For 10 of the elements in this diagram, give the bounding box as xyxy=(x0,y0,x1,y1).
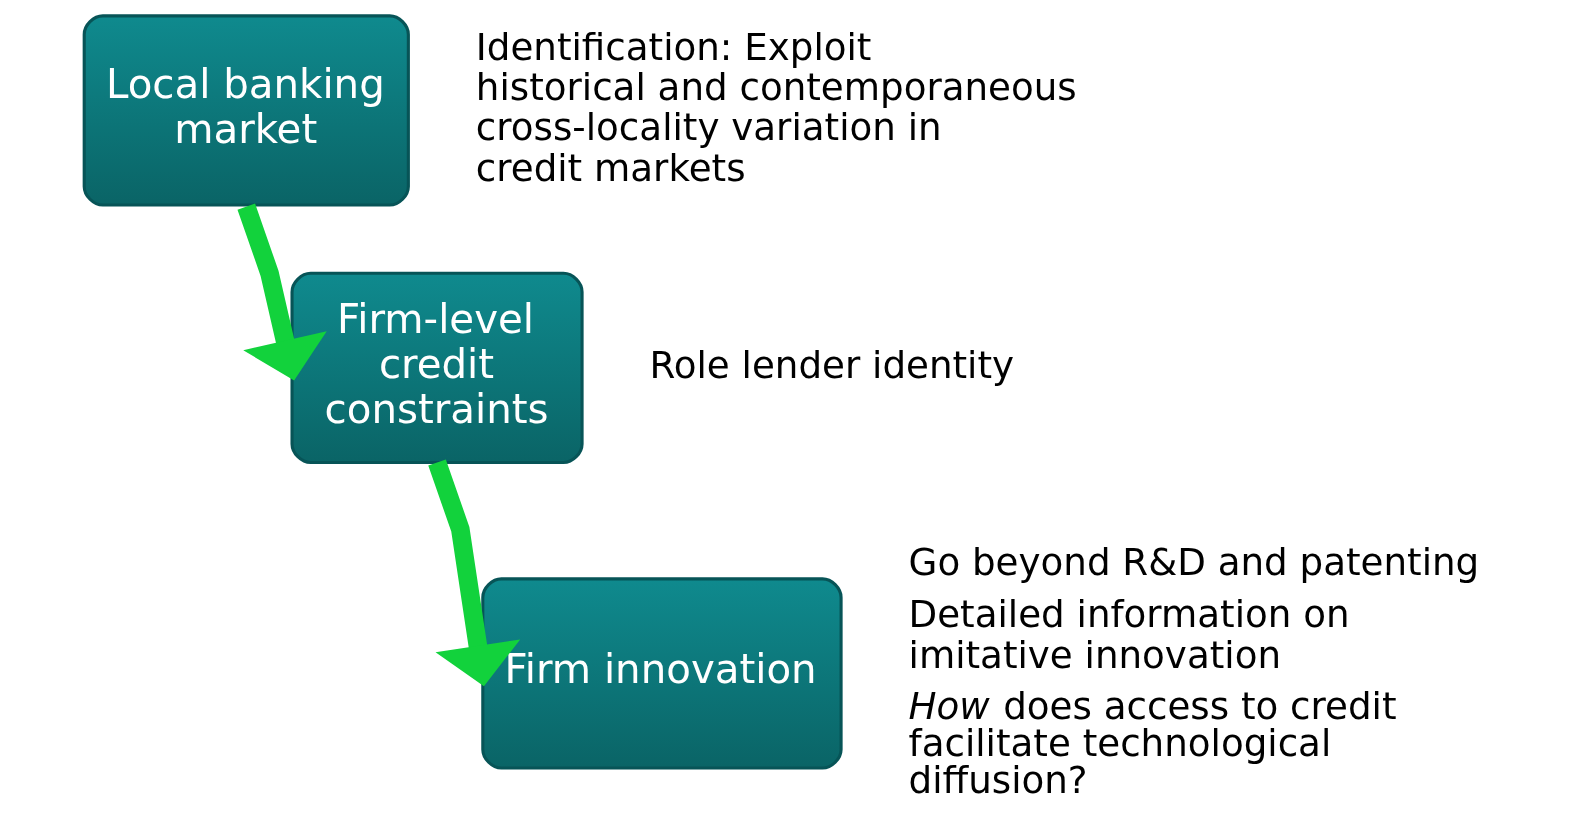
node-label: Go beyond R&D and patenting xyxy=(908,539,1480,584)
node-label: Detailed information on imitative innovation xyxy=(908,592,1350,677)
arrow xyxy=(428,459,521,687)
node-box: Firm innovation xyxy=(481,577,843,770)
node-box: Local banking market xyxy=(82,14,410,207)
node-label: Identification: Exploit historical and contemporaneous cross-locality variation in credit markets xyxy=(475,24,1077,190)
arrow xyxy=(237,203,327,381)
node-box: Firm-level credit constraints xyxy=(290,271,584,465)
node-label: Role lender identity xyxy=(649,342,1015,387)
node-label: How does access to credit facilitate technological diffusion? xyxy=(908,683,1397,803)
